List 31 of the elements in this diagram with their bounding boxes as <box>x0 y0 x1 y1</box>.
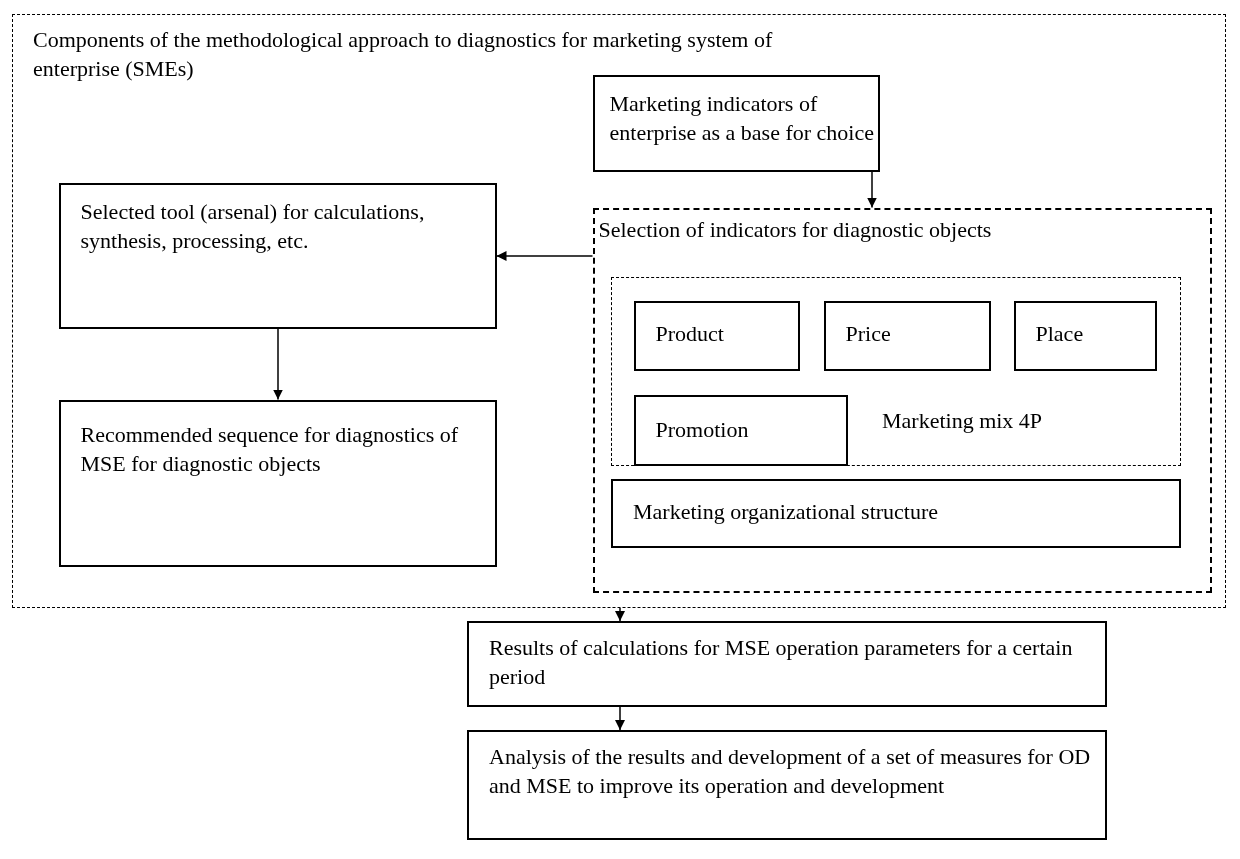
process-box <box>823 300 991 371</box>
arrow <box>615 706 625 731</box>
node-label: Selected tool (arsenal) for calculations, synthesis, processing, etc. <box>80 197 426 255</box>
node-label: Marketing indicators of enterprise as a base for choice <box>609 89 875 147</box>
dashed-frame <box>12 14 1226 608</box>
process-box <box>58 399 497 567</box>
process-box <box>633 300 800 371</box>
arrow <box>273 327 283 401</box>
node-label: Promotion <box>655 415 750 444</box>
node-label: Components of the methodological approach to diagnostics for marketing system of enterprise (SMEs) <box>33 26 774 83</box>
arrow <box>867 170 877 209</box>
node-label: Price <box>845 319 892 348</box>
process-box <box>1013 300 1157 371</box>
dashed-frame <box>611 277 1181 466</box>
node-label: Recommended sequence for diagnostics of MSE for diagnostic objects <box>80 420 460 478</box>
node-label: Place <box>1035 319 1085 348</box>
process-box <box>467 621 1107 707</box>
node-label: Analysis of the results and development of a set of measures for OD and MSE to improve its operation and development <box>489 743 1092 800</box>
dashed-frame <box>592 207 1212 593</box>
node-label: Marketing organizational structure <box>633 498 940 526</box>
process-box <box>592 74 880 172</box>
node-label: Marketing mix 4P <box>882 407 1044 435</box>
process-box <box>611 479 1181 548</box>
arrow <box>615 607 625 622</box>
arrow <box>495 251 594 261</box>
process-box <box>633 394 848 466</box>
node-label: Product <box>655 319 725 348</box>
process-box <box>467 730 1107 840</box>
node-label: Selection of indicators for diagnostic objects <box>598 215 993 244</box>
node-label: Results of calculations for MSE operation parameters for a certain period <box>489 634 1074 691</box>
process-box <box>58 182 497 329</box>
